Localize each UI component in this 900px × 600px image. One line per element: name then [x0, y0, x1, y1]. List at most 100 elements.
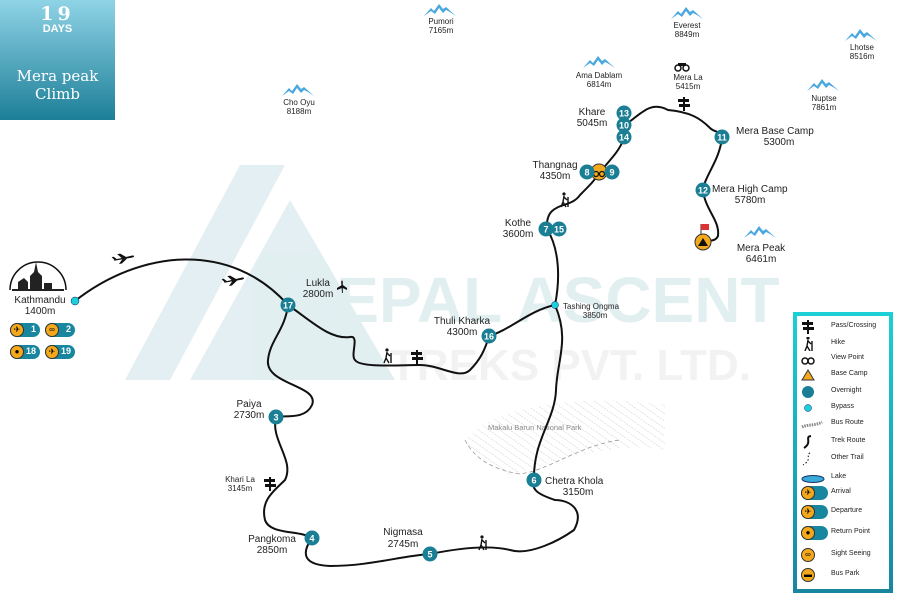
day-badge: ✈19: [45, 345, 75, 359]
legend-label: View Point: [831, 354, 864, 361]
legend-label: Bus Route: [831, 419, 864, 426]
svg-text:Paiya: Paiya: [236, 399, 261, 410]
trek-route-icon: [801, 435, 815, 454]
kathmandu-label: Kathmandu: [14, 295, 65, 306]
overnight-stop-14: 14: [616, 129, 632, 145]
legend-label: Lake: [831, 473, 847, 480]
legend-label: Sight Seeing: [831, 550, 871, 557]
svg-text:8849m: 8849m: [675, 30, 700, 39]
stop-day-number: 3: [273, 413, 278, 423]
stop-day-number: 14: [619, 133, 629, 143]
badge-day: 19: [60, 346, 71, 356]
pass-crossing-icon: [678, 97, 690, 111]
svg-text:2850m: 2850m: [257, 545, 288, 556]
svg-text:Khare: Khare: [579, 107, 606, 118]
legend-label: Base Camp: [831, 370, 868, 377]
svg-text:Mera La: Mera La: [673, 73, 703, 82]
overnight-marker: [304, 530, 320, 546]
badge-day: 1: [30, 324, 36, 334]
svg-text:6814m: 6814m: [587, 80, 612, 89]
overnight-stop-8: 8: [579, 164, 595, 180]
overnight-stop-5: 5: [422, 546, 438, 562]
mera-peak-mountain-icon: [744, 226, 776, 238]
badge-day: 18: [25, 346, 36, 356]
svg-text:3850m: 3850m: [583, 311, 608, 320]
svg-text:8188m: 8188m: [287, 107, 312, 116]
overnight-stop-10: 10: [616, 117, 632, 133]
svg-text:Pangkoma: Pangkoma: [248, 534, 296, 545]
view-point-icon: [801, 352, 815, 370]
svg-text:Tashing Ongma: Tashing Ongma: [563, 302, 620, 311]
sightseeing-icon: ∞: [45, 323, 59, 337]
stop-day-number: 7: [543, 225, 548, 235]
kathmandu-temple-icon: [9, 261, 67, 291]
watermark-logo: NEPAL ASCENT TREKS PVT. LTD.: [125, 165, 780, 390]
svg-text:Nigmasa: Nigmasa: [383, 527, 423, 538]
svg-text:Mera Base Camp: Mera Base Camp: [736, 126, 814, 137]
svg-text:Khari La: Khari La: [225, 475, 255, 484]
arrival-icon: ✈: [10, 323, 24, 337]
stop-day-number: 8: [584, 168, 589, 178]
legend-label: Departure: [831, 507, 863, 514]
pass-crossing-icon: [264, 477, 276, 491]
day-badge: ✈1: [10, 323, 40, 337]
overnight-marker: [481, 328, 497, 344]
stop-day-number: 4: [309, 534, 314, 544]
overnight-marker: [268, 409, 284, 425]
overnight-stop-16: 16: [481, 328, 497, 344]
overnight-marker: [280, 297, 296, 313]
other-trail-icon: [801, 452, 815, 471]
overnight-marker: [616, 129, 632, 145]
base-camp-icon: [801, 368, 815, 386]
svg-text:Thangnag: Thangnag: [532, 160, 577, 171]
svg-text:2800m: 2800m: [303, 289, 334, 300]
svg-text:Mera Peak: Mera Peak: [737, 243, 786, 254]
legend-label: Bypass: [831, 403, 854, 410]
stop-day-number: 6: [531, 476, 536, 486]
bypass-icon: [801, 401, 815, 420]
svg-text:Kothe: Kothe: [505, 218, 532, 229]
days-label: DAYS: [42, 23, 73, 35]
overnight-marker: [695, 182, 711, 198]
overnight-marker: [579, 164, 595, 180]
stop-day-number: 11: [717, 133, 727, 143]
departure-icon: ✈: [801, 505, 828, 519]
svg-text:4350m: 4350m: [540, 171, 571, 182]
svg-text:2730m: 2730m: [234, 410, 265, 421]
stop-day-number: 17: [283, 301, 293, 311]
svg-text:3600m: 3600m: [503, 229, 534, 240]
svg-text:Nuptse: Nuptse: [811, 94, 837, 103]
overnight-stop-3: 3: [268, 409, 284, 425]
summit-icon: [694, 224, 712, 251]
svg-text:Ama Dablam: Ama Dablam: [576, 71, 623, 80]
overnight-stop-7: 7: [538, 221, 554, 237]
overnight-stop-12: 12: [695, 182, 711, 198]
days-number: 19: [40, 3, 75, 25]
svg-text:Mera High Camp: Mera High Camp: [712, 184, 788, 195]
overnight-stop-17: 17: [280, 297, 296, 313]
return-point-icon: ●: [10, 345, 24, 359]
legend-label: Bus Park: [831, 570, 860, 577]
legend-label: Return Point: [831, 528, 870, 535]
svg-text:5045m: 5045m: [577, 118, 608, 129]
legend-label: Other Trail: [831, 454, 864, 461]
overnight-marker: [616, 105, 632, 121]
watermark-line2: TREKS PVT. LTD.: [390, 341, 751, 390]
stop-day-number: 9: [609, 168, 614, 178]
overnight-marker: [604, 164, 620, 180]
overnight-stop-11: 11: [714, 129, 730, 145]
svg-text:Cho Oyu: Cho Oyu: [283, 98, 315, 107]
airport-icon: [337, 280, 347, 293]
kathmandu-alt: 1400m: [25, 306, 56, 317]
overnight-stop-15: 15: [551, 221, 567, 237]
stop-day-number: 10: [619, 121, 629, 131]
svg-text:Chetra Khola: Chetra Khola: [545, 476, 604, 487]
badge-day: 2: [65, 324, 71, 334]
stop-day-number: 5: [427, 550, 432, 560]
overnight-marker: [526, 472, 542, 488]
